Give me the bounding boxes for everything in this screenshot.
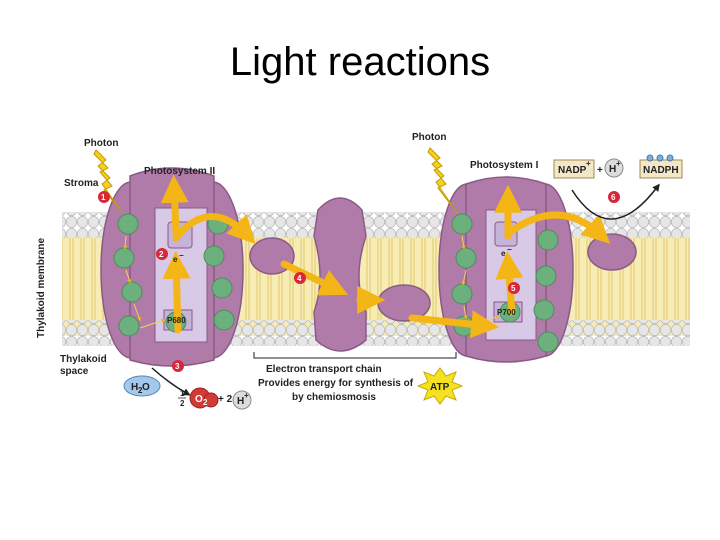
- h-plus-right-sign: +: [616, 159, 621, 168]
- photosystem-ii-label: Photosystem II: [144, 166, 215, 177]
- h2o-molecule: [123, 375, 161, 397]
- water-split-arrow: [151, 367, 191, 396]
- step-marker-6: [608, 191, 620, 203]
- step-number-4: 4: [297, 274, 302, 283]
- electron-charge-2: −: [507, 245, 512, 254]
- nadp-plus: +: [586, 159, 591, 168]
- photon-label-left: Photon: [84, 138, 118, 149]
- step-number-5: 5: [511, 284, 516, 293]
- photon-label-right: Photon: [412, 132, 446, 143]
- thylakoid-space-label-1: Thylakoid: [60, 354, 107, 365]
- step-marker-2: [156, 248, 168, 260]
- etc-bracket: [253, 352, 457, 359]
- nadp-label: NADP: [558, 165, 587, 176]
- step-marker-3: [172, 360, 184, 372]
- nadp-box: [553, 159, 595, 179]
- o2-molecule-2: [203, 392, 219, 408]
- nadp-reduction-arrow: [571, 183, 660, 220]
- half-numerator: 1: [180, 389, 185, 398]
- step-number-6: 6: [611, 193, 616, 202]
- h2o-subscript: 2: [138, 386, 143, 395]
- h-plus-left-sign: +: [244, 391, 249, 400]
- electron-charge-1: −: [179, 251, 184, 260]
- h-plus-right-h: H: [609, 164, 616, 175]
- step-number-2: 2: [159, 250, 164, 259]
- etc-line3: by chemiosmosis: [292, 392, 376, 403]
- nadp-plus-mid: +: [597, 165, 603, 176]
- half-denominator: 2: [180, 399, 185, 408]
- h2o-h: H: [131, 382, 138, 393]
- step-number-1: 1: [101, 193, 106, 202]
- slide-title: Light reactions: [229, 40, 491, 84]
- photon-bolts: [93, 147, 459, 215]
- h-plus-ion-left: [232, 390, 252, 410]
- step-marker-1: [98, 191, 110, 203]
- o2-subscript: 2: [203, 398, 208, 407]
- plus-two: + 2: [218, 394, 233, 405]
- stroma-label: Stroma: [64, 178, 99, 189]
- thylakoid-space-label-2: space: [60, 366, 89, 377]
- atp-burst: [416, 367, 464, 405]
- electron-label-2: e: [501, 249, 506, 258]
- h-plus-ion-right: [604, 158, 624, 178]
- photosystem-i-label: Photosystem I: [470, 160, 539, 171]
- p680-label: P680: [167, 316, 186, 325]
- etc-line2: Provides energy for synthesis of: [258, 378, 414, 389]
- step-marker-4: [294, 272, 306, 284]
- step-markers: 1 2 3 4 5 6: [98, 191, 620, 372]
- electron-label-1: e: [173, 255, 178, 264]
- atp-label: ATP: [430, 382, 450, 393]
- thylakoid-membrane-label: Thylakoid membrane: [36, 238, 47, 338]
- o2-o: O: [195, 394, 203, 405]
- step-number-3: 3: [175, 362, 180, 371]
- h-plus-left-h: H: [237, 396, 244, 407]
- step-marker-5: [508, 282, 520, 294]
- etc-title: Electron transport chain: [266, 364, 382, 375]
- h2o-o: O: [142, 382, 150, 393]
- p700-label: P700: [497, 308, 516, 317]
- nadph-label: NADPH: [643, 165, 679, 176]
